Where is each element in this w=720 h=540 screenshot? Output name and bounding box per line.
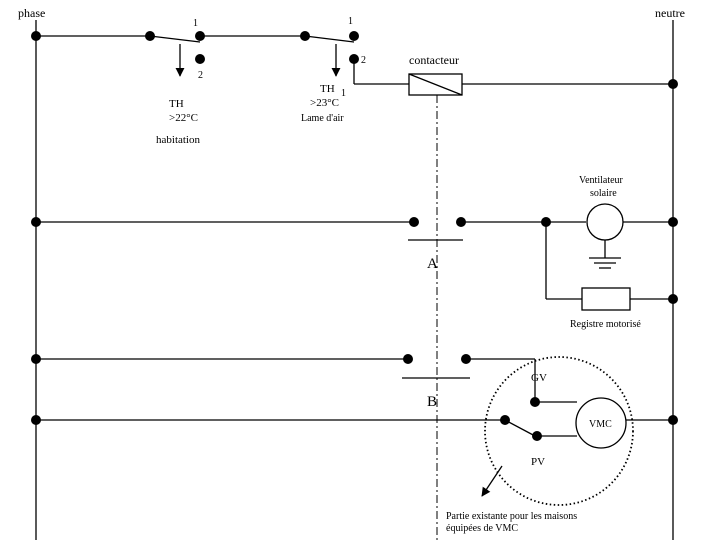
line-1-thermostats xyxy=(31,31,678,96)
th2-setpoint: >23°C xyxy=(310,97,339,109)
note-line2: équipées de VMC xyxy=(446,523,518,534)
th1-contact-1: 1 xyxy=(193,18,198,29)
th2-contact-1-bis: 1 xyxy=(341,88,346,99)
th2-contact-1: 1 xyxy=(348,16,353,27)
junction-dot xyxy=(668,217,678,227)
th1-setpoint: >22°C xyxy=(169,112,198,124)
line-3-vmc-high-speed xyxy=(31,354,577,407)
junction-dot xyxy=(31,354,41,364)
terminal-dot xyxy=(409,217,419,227)
vmc-label: VMC xyxy=(589,419,612,430)
phase-label: phase xyxy=(18,6,45,20)
register-label: Registre motorisé xyxy=(570,319,641,330)
th1-contact-2: 2 xyxy=(198,70,203,81)
note-line1: Partie existante pour les maisons xyxy=(446,511,577,522)
junction-dot xyxy=(31,415,41,425)
fan-label-line1: Ventilateur xyxy=(579,175,624,186)
line-4-vmc-low-speed xyxy=(31,356,678,506)
terminal-dot xyxy=(195,54,205,64)
pv-label: PV xyxy=(531,456,545,468)
existing-vmc-boundary xyxy=(484,356,634,506)
terminal-dot xyxy=(349,31,359,41)
junction-dot xyxy=(31,31,41,41)
line-2-fan-register xyxy=(31,203,678,311)
junction-dot xyxy=(31,217,41,227)
junction-dot xyxy=(668,79,678,89)
contact-b-label: B xyxy=(427,394,437,410)
fan-label-line2: solaire xyxy=(590,188,617,199)
th2-name: TH xyxy=(320,83,335,95)
fan-motor xyxy=(586,203,624,241)
terminal-dot xyxy=(403,354,413,364)
gv-label: GV xyxy=(531,372,547,384)
th1-name: TH xyxy=(169,98,184,110)
th2-location: Lame d'air xyxy=(301,113,344,124)
th1-location: habitation xyxy=(156,134,200,146)
th2-contact-2: 2 xyxy=(361,55,366,66)
contactor-label: contacteur xyxy=(409,53,459,67)
vmc-motor xyxy=(575,397,627,449)
junction-dot xyxy=(668,415,678,425)
neutral-label: neutre xyxy=(655,6,685,20)
contact-a-label: A xyxy=(427,256,438,272)
junction-dot xyxy=(668,294,678,304)
note-arrow xyxy=(481,465,503,497)
register-motor xyxy=(581,287,631,311)
